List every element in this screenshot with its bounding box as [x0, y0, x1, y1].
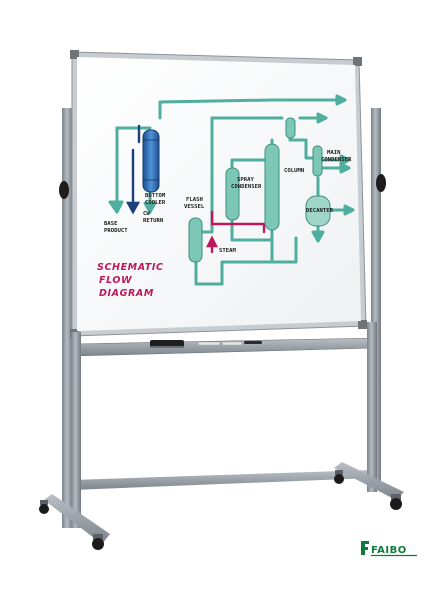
- caster-rear-left: [39, 500, 49, 514]
- whiteboard: BASE PRODUCT BOTTOM COOLER CW RETURN FLA…: [70, 50, 367, 338]
- label-flash: FLASH: [186, 197, 203, 203]
- label-product: PRODUCT: [104, 228, 128, 234]
- right-base-foot: [334, 462, 404, 500]
- faibo-logo: FAIBO: [361, 541, 417, 557]
- stand-front: [39, 322, 404, 550]
- frame-corner-br: [358, 320, 367, 329]
- label-main-condenser: CONDENSER: [321, 157, 352, 163]
- eraser[interactable]: [150, 340, 184, 347]
- label-base: BASE: [104, 221, 117, 227]
- label-column: COLUMN: [284, 168, 305, 174]
- bottom-cooler-vessel: [142, 129, 160, 193]
- logo-text: FAIBO: [371, 545, 407, 556]
- lower-crossbar: [72, 470, 372, 490]
- diagram-labels: BASE PRODUCT BOTTOM COOLER CW RETURN FLA…: [104, 150, 352, 254]
- spray-condenser-vessel: [225, 167, 240, 221]
- caster-front-right: [390, 494, 402, 510]
- title-line-1: SCHEMATIC: [97, 262, 164, 273]
- flash-vessel: [188, 217, 203, 263]
- caster-rear-right: [334, 470, 344, 484]
- marker-2[interactable]: [221, 341, 243, 346]
- label-spray: SPRAY: [237, 177, 254, 183]
- frame-corner-tl: [70, 50, 79, 59]
- front-left-post: [71, 332, 81, 528]
- label-spray-condenser: CONDENSER: [231, 184, 262, 190]
- decanter-vessel: [305, 195, 331, 227]
- left-pivot-knob[interactable]: [59, 181, 69, 199]
- label-cooler: COOLER: [145, 200, 166, 206]
- rear-left-post: [62, 108, 73, 528]
- diagram-title: SCHEMATIC FLOW DIAGRAM: [97, 262, 164, 299]
- label-return: RETURN: [143, 218, 164, 224]
- front-right-post: [367, 322, 377, 492]
- title-line-3: DIAGRAM: [99, 288, 154, 299]
- cooling-water-lines: [125, 124, 141, 215]
- right-pivot-knob[interactable]: [376, 174, 386, 192]
- label-main: MAIN: [327, 150, 341, 156]
- marker-3[interactable]: [244, 341, 262, 344]
- label-bottom: BOTTOM: [145, 193, 166, 199]
- column-vessel: [264, 143, 280, 231]
- caster-front-left: [92, 534, 104, 550]
- frame-corner-tr: [353, 57, 362, 66]
- label-vessel: VESSEL: [184, 204, 205, 210]
- logo-emblem-icon: [361, 541, 369, 555]
- left-base-foot: [44, 494, 110, 544]
- label-cw: CW: [143, 211, 150, 217]
- main-condenser-vessel: [312, 145, 323, 177]
- title-line-2: FLOW: [99, 275, 132, 286]
- stand: [59, 108, 386, 528]
- column-top-vessel: [285, 117, 296, 139]
- vessels: [142, 117, 331, 263]
- label-decanter: DECANTER: [306, 208, 334, 214]
- marker-tray: [73, 337, 377, 357]
- label-steam: STEAM: [219, 248, 236, 254]
- rear-right-post: [371, 108, 381, 488]
- steam-lines: [206, 210, 266, 254]
- marker-1[interactable]: [197, 341, 221, 346]
